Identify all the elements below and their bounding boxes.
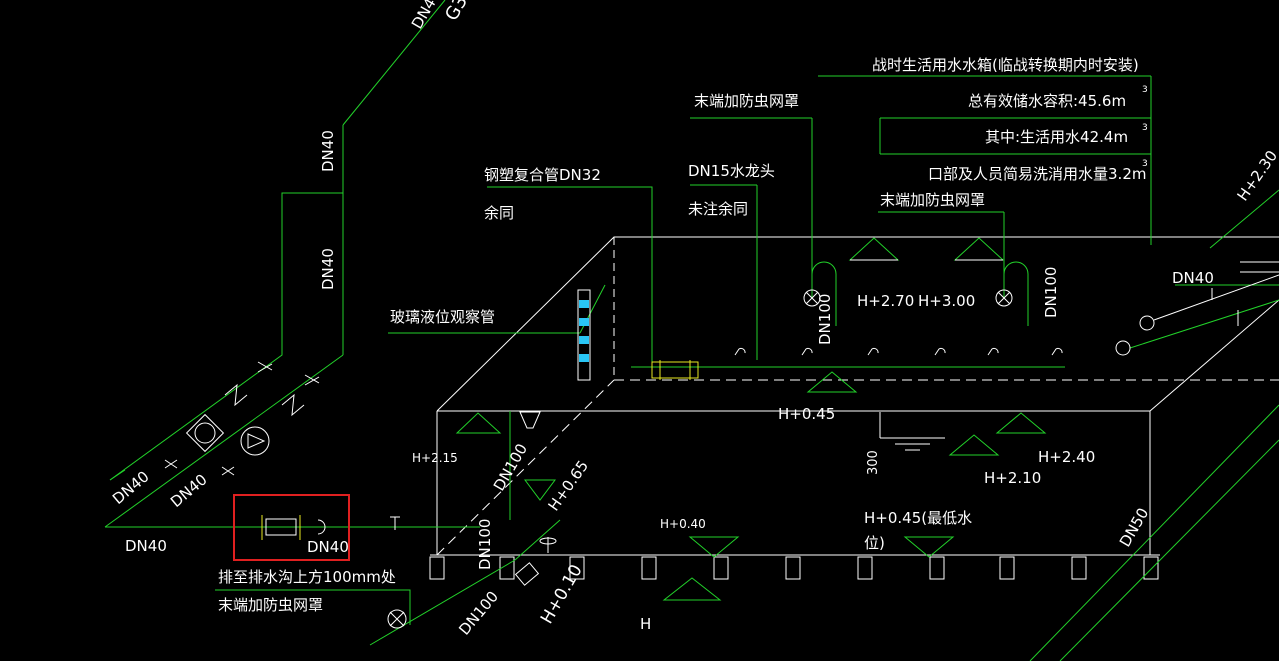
label-dn100-e: DN100 (455, 588, 502, 639)
tank-supports (429, 556, 1159, 580)
float-valve (1029, 189, 1279, 661)
vent-hoods (803, 261, 1029, 326)
note-screen-right: 末端加防虫网罩 (880, 191, 985, 209)
elev-300: H+3.00 (918, 292, 975, 310)
elev-215: H+2.15 (412, 451, 458, 465)
tank-domestic: 其中:生活用水42.4m (985, 128, 1128, 146)
note-faucet-rest: 未注余同 (688, 200, 748, 218)
label-gs: G3 (441, 0, 472, 24)
elev-065: H+0.65 (545, 457, 593, 514)
label-dn40-left3: DN40 (125, 537, 167, 555)
note-screen-bottom: 末端加防虫网罩 (218, 596, 323, 614)
elev-210: H+2.10 (984, 469, 1041, 487)
sup-1: 3 (1142, 85, 1148, 95)
level-gauge (577, 289, 591, 381)
elev-045: H+0.45 (778, 405, 835, 423)
elev-240: H+2.40 (1038, 448, 1095, 466)
dim-300: 300 (866, 450, 881, 475)
faucets (734, 347, 1063, 356)
elev-010: H+0.10 (537, 561, 587, 627)
selected-fitting[interactable] (233, 494, 350, 561)
label-dn40-left1: DN40 (109, 467, 153, 508)
sup-2: 3 (1142, 123, 1148, 133)
elev-040: H+0.40 (660, 517, 706, 531)
tank-washing: 口部及人员简易洗消用水量3.2m (928, 165, 1146, 183)
label-dn100-b: DN100 (1042, 267, 1060, 318)
label-dn40-top: DN40 (408, 0, 445, 32)
tank-title: 战时生活用水水箱(临战转换期内时安装) (872, 56, 1139, 74)
note-gauge-tube: 玻璃液位观察管 (390, 308, 495, 326)
label-dn50: DN50 (1116, 505, 1153, 550)
elev-270: H+2.70 (857, 292, 914, 310)
inlet-riser (104, 0, 480, 528)
tank-inner-piping (388, 75, 1152, 368)
level-markers (455, 237, 1047, 601)
note-faucet: DN15水龙头 (688, 162, 775, 180)
note-drain: 排至排水沟上方100mm处 (218, 568, 396, 586)
label-dn40-right: DN40 (1172, 269, 1214, 287)
note-composite-rest: 余同 (484, 204, 514, 222)
note-min-level-2: 位) (864, 534, 885, 552)
label-dn100-d: DN100 (476, 519, 494, 570)
label-dn40-v1: DN40 (319, 130, 337, 172)
tank-total-volume: 总有效储水容积:45.6m (968, 92, 1126, 110)
note-composite-pipe: 钢塑复合管DN32 (484, 166, 601, 184)
label-dn40-box: DN40 (307, 538, 349, 556)
note-screen-top: 末端加防虫网罩 (694, 92, 799, 110)
valve-group (164, 361, 320, 476)
label-dn100-a: DN100 (816, 294, 834, 345)
outlet-piping (215, 411, 561, 646)
note-min-level: H+0.45(最低水 (864, 509, 972, 527)
sup-3: 3 (1142, 159, 1148, 169)
text-labels: 战时生活用水水箱(临战转换期内时安装) 总有效储水容积:45.6m 其中:生活用… (109, 0, 1279, 639)
elev-h: H (640, 615, 651, 633)
label-dn40-v2: DN40 (319, 248, 337, 290)
label-dn100-c: DN100 (490, 440, 531, 494)
water-tank (430, 236, 1279, 556)
label-dn40-left2: DN40 (167, 470, 211, 511)
inlet-fitting (651, 360, 699, 380)
